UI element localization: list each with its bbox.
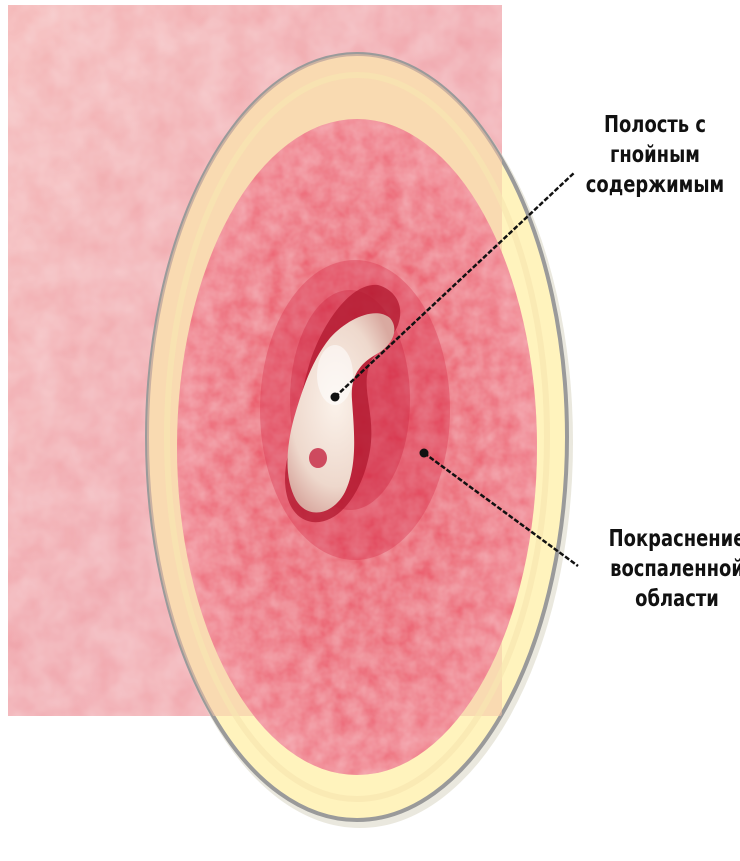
- cavity-label-line-2: гнойным: [577, 140, 733, 170]
- redness-label-line-1: Покраснение: [599, 524, 740, 554]
- cavity-label: Полость с гнойным содержимым: [577, 110, 733, 200]
- cavity-label-line-1: Полость с: [577, 110, 733, 140]
- redness-leader-dot: [420, 449, 429, 458]
- redness-label-line-2: воспаленной: [599, 554, 740, 584]
- redness-label: Покраснение воспаленной области: [599, 524, 740, 614]
- pus-opening: [309, 448, 327, 468]
- cavity-label-line-3: содержимым: [577, 170, 733, 200]
- cavity-leader-dot: [331, 393, 340, 402]
- redness-label-line-3: области: [599, 584, 740, 614]
